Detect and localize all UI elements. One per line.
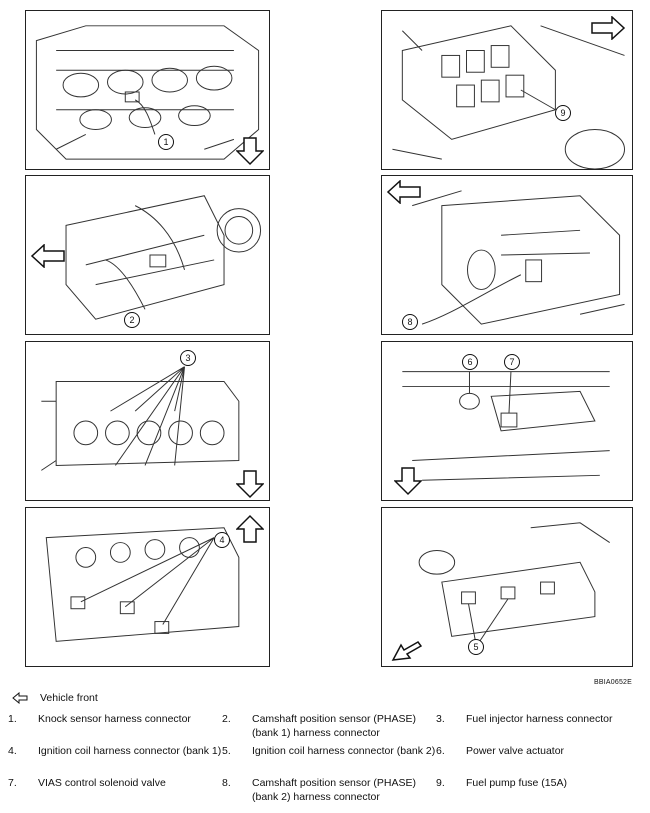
- arrow-down-icon: [394, 467, 422, 496]
- camshaft-bank2-drawing: [412, 190, 625, 325]
- legend-number: 8.: [222, 777, 231, 789]
- figure-panel-knock-sensor: 1: [25, 10, 270, 170]
- callout-4: 4: [214, 532, 230, 548]
- legend-text: VIAS control solenoid valve: [38, 777, 166, 789]
- figure-panel-fuel-injector: 3: [25, 341, 270, 501]
- arrow-left-icon: [30, 244, 65, 268]
- callout-8: 8: [402, 314, 418, 330]
- callout-1: 1: [158, 134, 174, 150]
- intake-drawing: [402, 371, 610, 481]
- callout-3: 3: [180, 350, 196, 366]
- ignition-bank1-drawing: [45, 527, 240, 642]
- figure-code: BBIA0652E: [594, 679, 632, 686]
- legend-text: Knock sensor harness connector: [38, 713, 191, 725]
- legend-number: 6.: [436, 745, 445, 757]
- figure-panel-ignition-bank1: 4: [25, 507, 270, 667]
- camshaft-drawing: [65, 195, 262, 320]
- figure-panel-camshaft-bank1: 2: [25, 175, 270, 335]
- legend-number: 4.: [8, 745, 17, 757]
- figure-panel-fuel-pump-fuse: 9: [381, 10, 633, 170]
- legend-text: Power valve actuator: [466, 745, 565, 757]
- legend-number: 2.: [222, 713, 231, 725]
- legend-text: Ignition coil harness connector (bank 1): [38, 745, 222, 757]
- callout-6: 6: [462, 354, 478, 370]
- arrow-left-icon: [386, 180, 421, 204]
- callout-5: 5: [468, 639, 484, 655]
- legend-text: Fuel injector harness connector: [466, 713, 613, 725]
- legend-number: 5.: [222, 745, 231, 757]
- arrow-down-icon: [236, 470, 264, 499]
- vehicle-front-legend: Vehicle front: [12, 692, 98, 704]
- legend-text: Camshaft position sensor (PHASE) (bank 1…: [252, 713, 416, 739]
- callout-2: 2: [124, 312, 140, 328]
- arrow-down-icon: [236, 137, 264, 166]
- legend-text: Fuel pump fuse (15A): [466, 777, 567, 789]
- vehicle-front-label: Vehicle front: [40, 692, 98, 704]
- figure-panel-camshaft-bank2: 8: [381, 175, 633, 335]
- legend-text: Camshaft position sensor (PHASE) (bank 2…: [252, 777, 416, 803]
- legend-number: 9.: [436, 777, 445, 789]
- legend-number: 3.: [436, 713, 445, 725]
- hollow-arrow-left-icon: [12, 692, 28, 704]
- arrow-right-icon: [591, 16, 626, 40]
- arrow-up-icon: [236, 514, 264, 543]
- figure-panel-power-valve-vias: 6 7: [381, 341, 633, 501]
- callout-9: 9: [555, 105, 571, 121]
- ignition-bank2-drawing: [418, 522, 610, 647]
- injector-drawing: [41, 366, 240, 471]
- legend-number: 1.: [8, 713, 17, 725]
- engine-drawing: [35, 25, 260, 160]
- legend-number: 7.: [8, 777, 17, 789]
- callout-7: 7: [504, 354, 520, 370]
- legend-text: Ignition coil harness connector (bank 2): [252, 745, 436, 757]
- figure-panel-ignition-bank2: 5: [381, 507, 633, 667]
- arrow-down-left-icon: [391, 641, 422, 661]
